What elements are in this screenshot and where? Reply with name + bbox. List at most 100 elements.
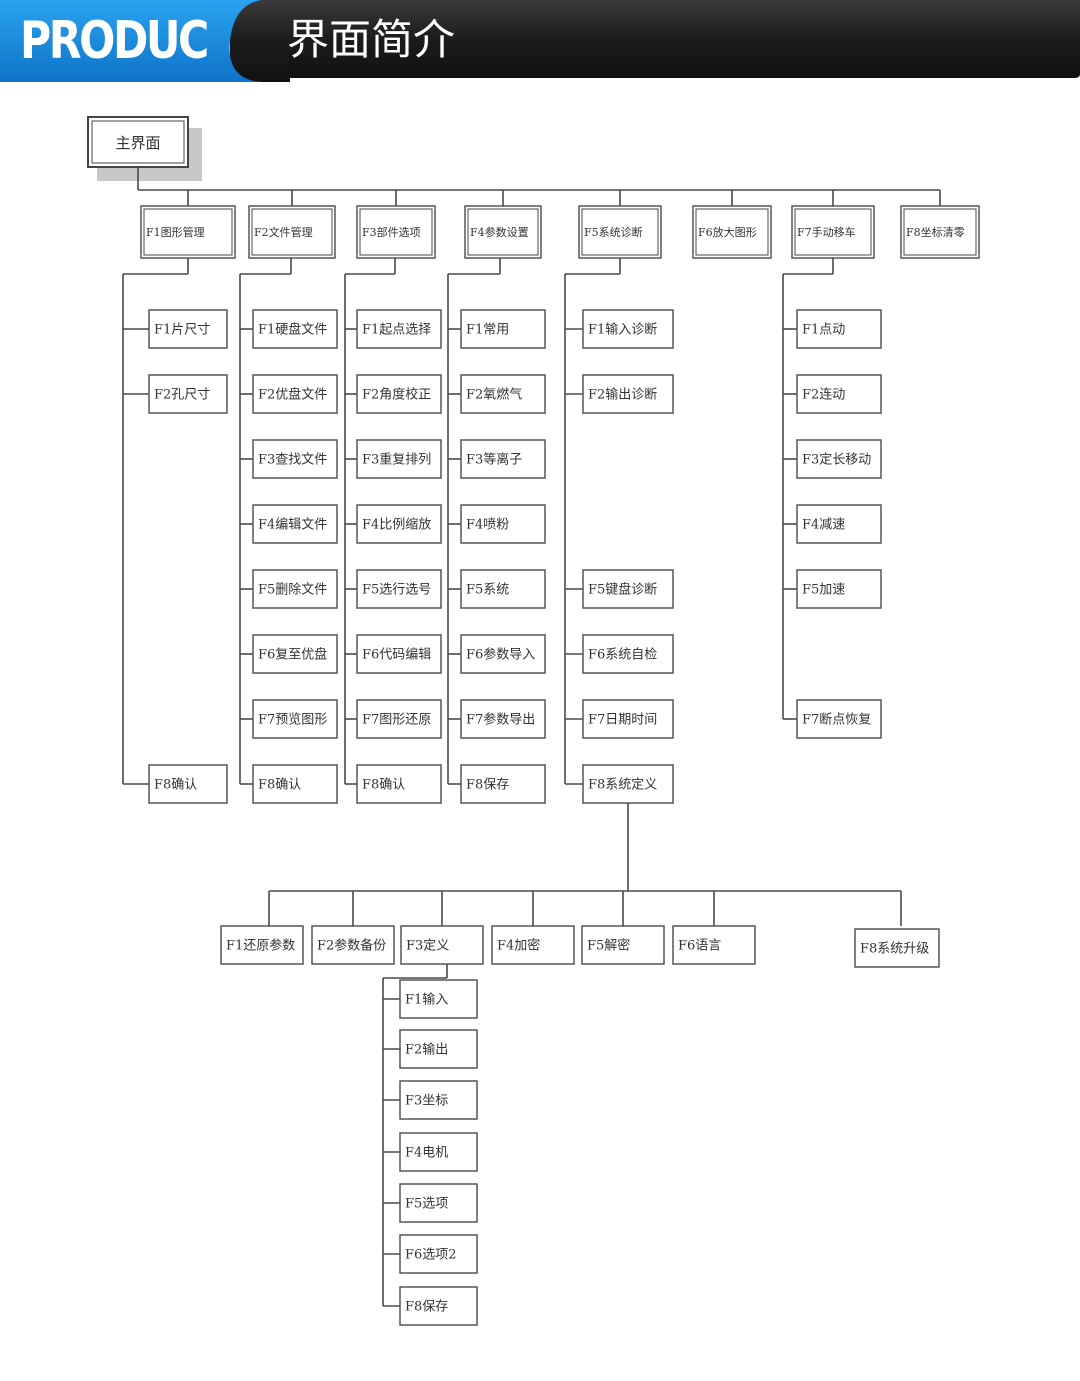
menu-5-item-1-label: F1输入诊断 (588, 322, 657, 338)
menu-4-item-5-box (460, 569, 546, 609)
header-banner: PRODUC 界面简介 (0, 0, 1080, 82)
root-label: 主界面 (115, 134, 160, 152)
sysdef-item-2-label: F2参数备份 (317, 938, 386, 954)
menu-2-item-2-box (252, 374, 338, 414)
define-item-7-box (399, 1286, 478, 1326)
menu-7-item-2-label: F2连动 (802, 387, 845, 403)
menu-2-box (248, 205, 336, 259)
logo-text: PRODUC (20, 11, 209, 71)
menu-3-item-3-label: F3重复排列 (362, 452, 431, 468)
menu-7-item-3-label: F3定长移动 (802, 453, 871, 468)
menu-7-item-4-box (796, 504, 882, 544)
menu-4-item-4-box (460, 504, 546, 544)
sysdef-item-5-label: F5解密 (587, 938, 630, 954)
menu-5-item-2-box (582, 374, 674, 414)
menu-7-label: F7手动移车 (797, 225, 856, 239)
menu-3-item-8-label: F8确认 (362, 778, 405, 793)
sysdef-item-4-box (491, 925, 575, 965)
menu-8-inner-box (903, 208, 977, 256)
menu-1-item-3-box (148, 764, 228, 804)
menu-1-item-2-label: F2孔尺寸 (154, 388, 210, 403)
menu-3-item-5-label: F5选行选号 (362, 583, 431, 598)
menu-3-item-7-box (356, 699, 442, 739)
menu-2-item-1-label: F1硬盘文件 (258, 322, 327, 338)
menu-5-item-1-box (582, 309, 674, 349)
menu-2-item-4-box (252, 504, 338, 544)
menu-2-item-3-label: F3查找文件 (258, 453, 327, 468)
menu-4-inner-box (467, 208, 539, 256)
menu-2-item-8-box (252, 764, 338, 804)
menu-3-item-4-box (356, 504, 442, 544)
page-title: 界面简介 (287, 15, 456, 64)
menu-5-item-2-label: F2输出诊断 (588, 387, 657, 403)
menu-4-item-8-label: F8保存 (466, 778, 509, 793)
menu-8-box (900, 205, 980, 259)
menu-2-item-5-box (252, 569, 338, 609)
define-item-2-label: F2输出 (405, 1042, 448, 1058)
menu-7-item-5-box (796, 569, 882, 609)
menu-2-label: F2文件管理 (254, 225, 313, 239)
define-item-7-label: F8保存 (405, 1300, 448, 1315)
menu-5-item-5-box (582, 699, 674, 739)
menu-5-item-5-label: F7日期时间 (588, 713, 657, 728)
menu-7-item-3-box (796, 439, 882, 479)
menu-3-label: F3部件选项 (362, 225, 421, 239)
brand-logo: PRODUC (0, 0, 262, 82)
menu-1-inner-box (143, 208, 233, 256)
menu-3-item-3-box (356, 439, 442, 479)
define-item-1-label: F1输入 (405, 992, 448, 1008)
menu-3-item-7-label: F7图形还原 (362, 713, 431, 728)
menu-4-item-7-label: F7参数导出 (466, 712, 535, 728)
define-item-5-box (399, 1183, 478, 1223)
define-item-3-box (399, 1080, 478, 1120)
menu-6-inner-box (695, 208, 769, 256)
menu-5-item-3-label: F5键盘诊断 (588, 582, 657, 598)
sysdef-item-7-label: F8系统升级 (860, 942, 929, 957)
define-item-4-box (399, 1132, 478, 1172)
menu-1-item-2-box (148, 374, 228, 414)
menu-2-item-6-label: F6复至优盘 (258, 647, 327, 663)
menu-3-item-2-label: F2角度校正 (362, 387, 431, 403)
menu-3-item-6-label: F6代码编辑 (362, 648, 431, 663)
sysdef-item-5-box (581, 925, 665, 965)
define-item-6-label: F6选项2 (405, 1248, 457, 1263)
menu-2-item-4-label: F4编辑文件 (258, 518, 327, 533)
menu-8-label: F8坐标清零 (906, 225, 965, 239)
root-inner (91, 120, 185, 164)
menu-3-inner-box (359, 208, 433, 256)
sysdef-item-1-box (220, 925, 304, 965)
banner-background (0, 0, 1080, 82)
menu-4-item-3-label: F3等离子 (466, 452, 522, 468)
sysdef-item-1-label: F1还原参数 (226, 938, 295, 954)
menu-4-item-8-box (460, 764, 546, 804)
menu-3-item-5-box (356, 569, 442, 609)
menu-7-item-6-label: F7断点恢复 (802, 713, 871, 728)
menu-3-item-6-box (356, 634, 442, 674)
menu-2-inner-box (251, 208, 333, 256)
menu-7-item-2-box (796, 374, 882, 414)
menu-2-item-7-label: F7预览图形 (258, 712, 327, 728)
menu-2-item-2-label: F2优盘文件 (258, 387, 327, 403)
sysdef-item-4-label: F4加密 (497, 938, 540, 954)
menu-4-item-5-label: F5系统 (466, 583, 509, 598)
menu-2-item-5-label: F5删除文件 (258, 583, 327, 598)
menu-7-item-6-box (796, 699, 882, 739)
menu-4-item-4-label: F4喷粉 (466, 518, 509, 533)
menu-3-item-8-box (356, 764, 442, 804)
menu-5-inner-box (581, 208, 659, 256)
sysdef-item-2-box (311, 925, 395, 965)
menu-7-item-4-label: F4减速 (802, 518, 845, 533)
sysdef-item-3-box (400, 925, 484, 965)
define-item-4-label: F4电机 (405, 1146, 448, 1161)
root-node (87, 116, 189, 168)
menu-3-item-1-label: F1起点选择 (362, 323, 431, 338)
menu-5-item-3-box (582, 569, 674, 609)
menu-6-label: F6放大图形 (698, 225, 757, 239)
menu-1-label: F1图形管理 (146, 225, 205, 239)
menu-5-label: F5系统诊断 (584, 225, 643, 239)
menu-3-item-4-label: F4比例缩放 (362, 517, 431, 533)
menu-7-item-1-label: F1点动 (802, 323, 845, 338)
menu-4-item-3-box (460, 439, 546, 479)
menu-5-box (578, 205, 662, 259)
